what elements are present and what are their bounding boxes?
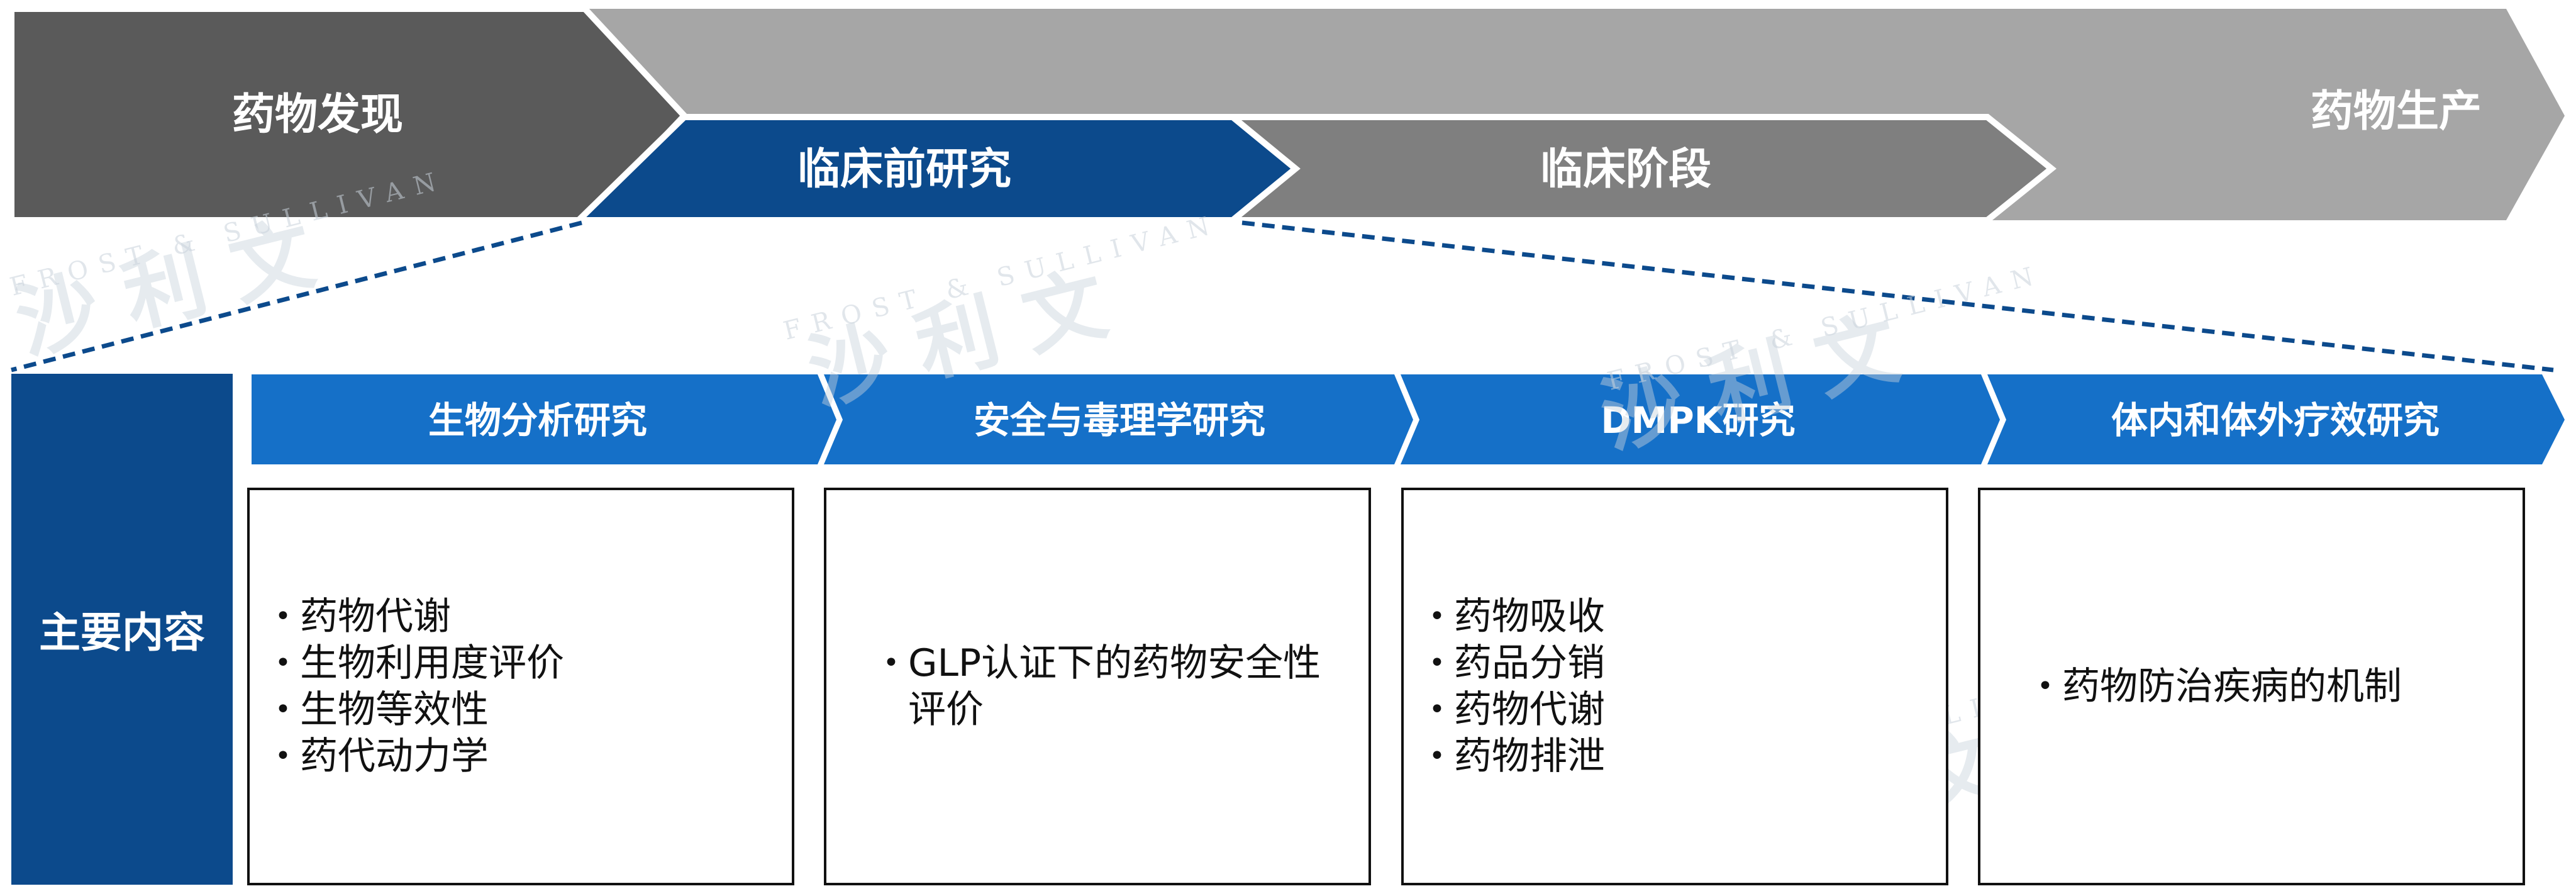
section-box: GLP认证下的药物安全性评价 [824, 488, 1371, 885]
list-item: 药物代谢 [275, 593, 773, 640]
section-title: DMPK研究 [1601, 399, 1795, 442]
list-item: 药品分销 [1429, 640, 1927, 686]
stage-preclinical-label: 临床前研究 [797, 145, 1011, 194]
list-item: 药物吸收 [1429, 593, 1927, 640]
list-item: 生物等效性 [275, 686, 773, 733]
section-title: 安全与毒理学研究 [974, 399, 1265, 442]
list-item: 药代动力学 [275, 733, 773, 780]
section-box: 药物防治疾病的机制 [1978, 488, 2525, 885]
stage-clinical-label: 临床阶段 [1540, 145, 1711, 194]
stage-discovery-label: 药物发现 [232, 90, 403, 140]
main-content-label: 主要内容 [11, 374, 233, 885]
svg-text:沙 利 文: 沙 利 文 [7, 205, 323, 371]
section-header-arrow [1401, 374, 2000, 464]
stage-preclinical-arrow [570, 114, 1301, 223]
list-item: GLP认证下的药物安全性评价 [883, 640, 1350, 733]
section-list: GLP认证下的药物安全性评价 [826, 640, 1368, 733]
section-list: 药物代谢 生物利用度评价 生物等效性 药代动力学 [250, 593, 792, 780]
list-item: 药物排泄 [1429, 733, 1927, 780]
section-title: 生物分析研究 [428, 399, 647, 442]
list-item: 药物防治疾病的机制 [2037, 663, 2504, 710]
stage-production-label: 药物生产 [2311, 87, 2482, 137]
section-title: 体内和体外疗效研究 [2111, 399, 2440, 442]
list-item: 生物利用度评价 [275, 640, 773, 686]
section-list: 药物吸收 药品分销 药物代谢 药物排泄 [1404, 593, 1946, 780]
list-item: 药物代谢 [1429, 686, 1927, 733]
section-header-arrow [824, 374, 1413, 464]
section-list: 药物防治疾病的机制 [1980, 663, 2523, 710]
zoom-line-left [11, 220, 582, 373]
section-box: 药物代谢 生物利用度评价 生物等效性 药代动力学 [247, 488, 794, 885]
section-box: 药物吸收 药品分销 药物代谢 药物排泄 [1401, 488, 1948, 885]
section-header-arrow [252, 374, 836, 464]
section-header-arrow [1987, 374, 2565, 464]
